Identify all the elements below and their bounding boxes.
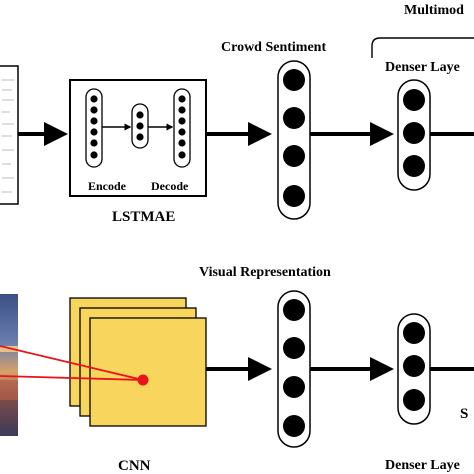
denser-layer-bottom <box>397 313 431 425</box>
receptive-field-point <box>137 374 149 386</box>
encode-label: Encode <box>88 179 127 193</box>
decode-label: Decode <box>151 179 189 193</box>
multimodal-brace <box>371 37 474 58</box>
s-fragment-label: S <box>460 406 468 422</box>
denser-layer-bottom-label: Denser Laye <box>385 458 460 473</box>
denser-layer-top <box>397 79 431 191</box>
lstmae-block: Encode Decode <box>69 79 207 197</box>
crowd-sentiment-layer <box>277 60 311 220</box>
cnn-block <box>69 297 207 427</box>
crowd-sentiment-label: Crowd Sentiment <box>221 40 326 55</box>
cnn-label: CNN <box>118 458 151 474</box>
visual-representation-layer <box>277 290 311 448</box>
multimodal-label: Multimod <box>404 3 464 18</box>
input-image <box>0 294 18 436</box>
text-document <box>0 65 19 205</box>
lstmae-label: LSTMAE <box>112 209 175 225</box>
denser-layer-top-label: Denser Laye <box>385 60 460 75</box>
receptive-field-lines <box>0 345 144 381</box>
visual-representation-label: Visual Representation <box>199 265 331 280</box>
